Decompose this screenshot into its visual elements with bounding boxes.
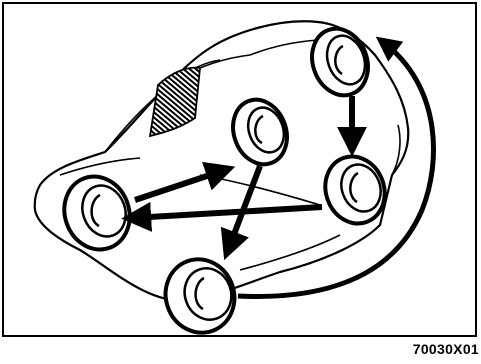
figure-code: 70030X01 (413, 341, 479, 357)
tire-rotation-diagram (0, 0, 481, 338)
